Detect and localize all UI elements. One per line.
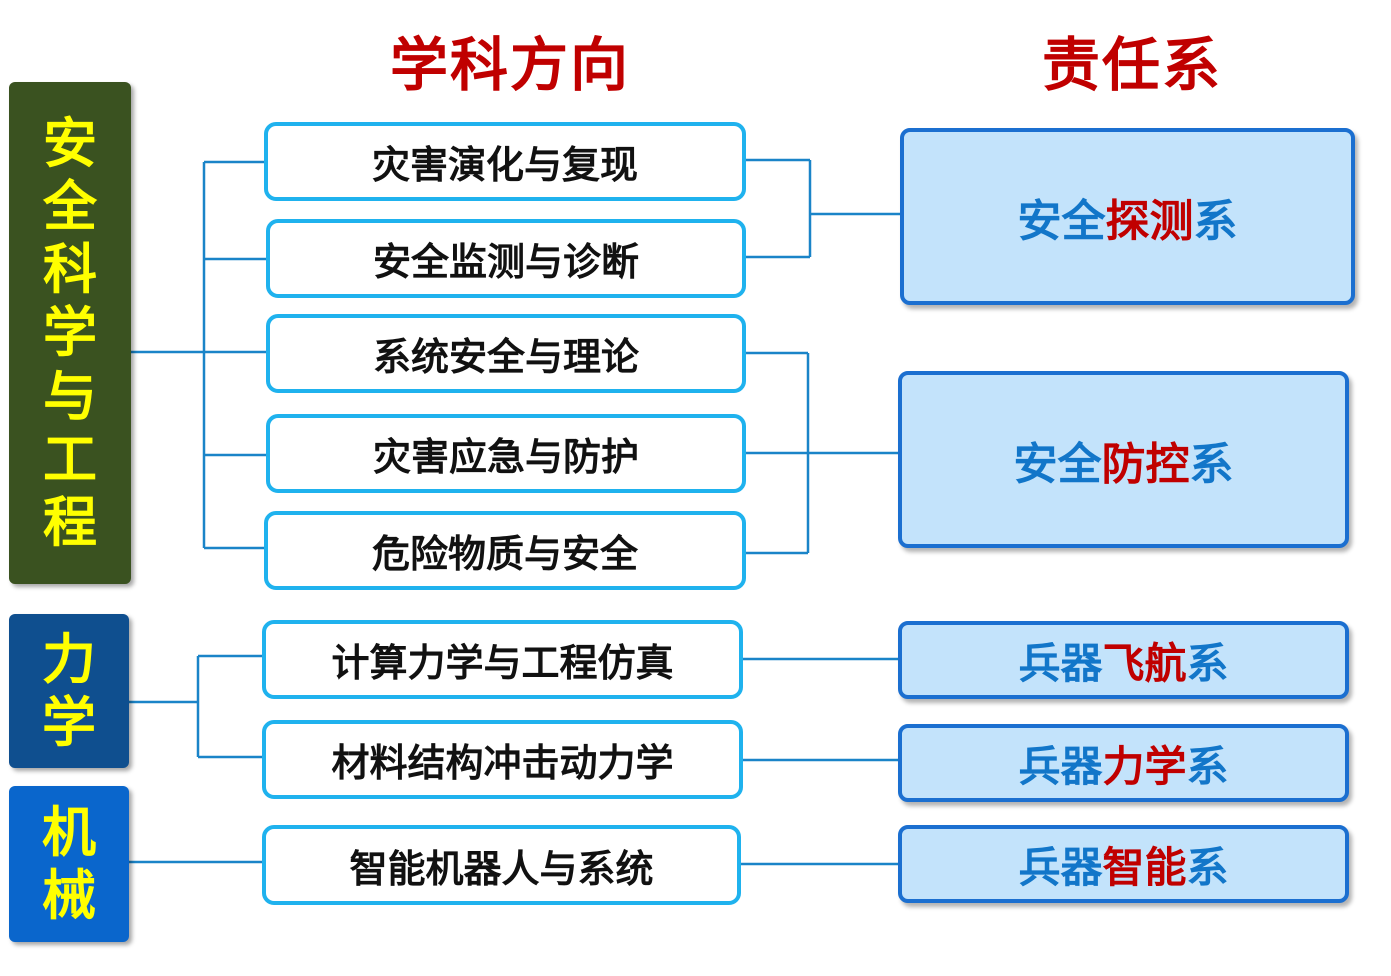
department-box: 安全探测系 [900,128,1355,305]
category-mechanics: 力 学 [9,614,129,768]
category-char: 学 [43,301,97,365]
direction-box: 材料结构冲击动力学 [262,720,743,799]
direction-box: 计算力学与工程仿真 [262,620,743,699]
department-box: 安全防控系 [898,371,1349,548]
category-char: 程 [43,490,97,554]
department-box: 兵器力学系 [898,724,1349,802]
category-char: 科 [43,238,97,302]
department-heading: 责任系 [1042,31,1223,99]
department-suffix: 系 [1186,741,1229,791]
department-prefix: 兵器 [1018,638,1103,688]
category-char: 安 [43,111,97,175]
category-safety-science: 安 全 科 学 与 工 程 [9,82,131,584]
department-highlight: 力学 [1102,741,1187,791]
department-highlight: 探测 [1105,195,1194,247]
department-box: 兵器飞航系 [898,621,1349,699]
direction-box: 智能机器人与系统 [262,825,741,905]
department-highlight: 飞航 [1102,638,1187,688]
category-char: 械 [42,864,96,927]
department-prefix: 安全 [1013,438,1102,490]
direction-box: 安全监测与诊断 [266,219,746,298]
category-char: 力 [42,627,96,691]
department-suffix: 系 [1186,842,1229,892]
department-suffix: 系 [1186,638,1229,688]
department-suffix: 系 [1189,438,1234,490]
category-char: 与 [43,364,97,428]
department-prefix: 兵器 [1018,842,1103,892]
department-box: 兵器智能系 [898,825,1349,903]
direction-box: 灾害演化与复现 [264,122,746,201]
department-prefix: 兵器 [1018,741,1103,791]
category-char: 全 [43,175,97,239]
direction-box: 危险物质与安全 [264,511,746,590]
department-highlight: 智能 [1102,842,1187,892]
category-char: 机 [42,800,96,864]
department-suffix: 系 [1193,195,1238,247]
department-prefix: 安全 [1017,195,1106,247]
category-char: 工 [43,427,97,491]
direction-heading: 学科方向 [390,31,631,99]
department-highlight: 防控 [1101,438,1190,490]
direction-box: 灾害应急与防护 [266,414,746,493]
category-char: 学 [42,691,96,754]
direction-box: 系统安全与理论 [266,314,746,393]
category-machinery: 机 械 [9,786,129,942]
